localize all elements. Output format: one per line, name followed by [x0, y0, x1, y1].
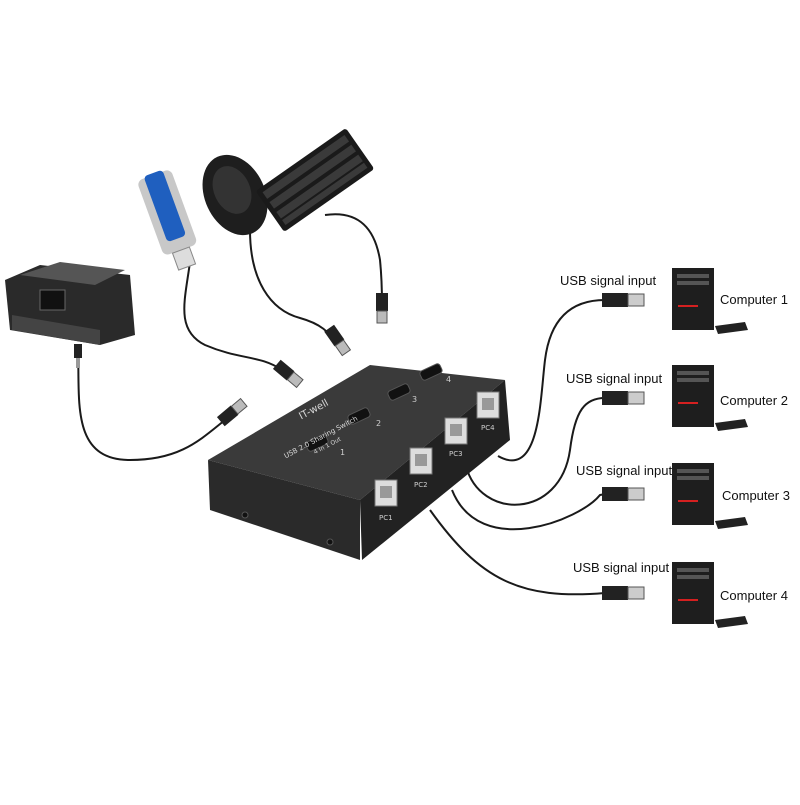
keyboard-icon [256, 129, 374, 231]
switch-button-4 [419, 363, 443, 381]
button-number-1: 1 [340, 448, 345, 457]
computer-3-icon [672, 463, 748, 529]
button-number-4: 4 [446, 375, 451, 384]
port-label-pc1: PC1 [379, 514, 393, 522]
computer-2-cable [465, 397, 606, 506]
mouse-cable [249, 229, 339, 346]
computer-label-1: Computer 1 [720, 292, 788, 307]
usb-plugs [74, 293, 645, 600]
computer-1-cable [497, 299, 606, 462]
usb-sharing-switch: 1 2 3 4 IT-well USB 2.0 Sharing Switch 4… [208, 363, 510, 560]
keyboard-cable [324, 213, 383, 306]
usb-flash-drive-icon [138, 170, 197, 271]
usb-plug-icon [602, 293, 645, 307]
usb-plug-icon [216, 397, 248, 427]
switch-port-face [360, 380, 510, 560]
computer-4-icon [672, 562, 748, 628]
button-number-2: 2 [376, 419, 381, 428]
port-label-pc4: PC4 [481, 424, 495, 432]
computer-2-icon [672, 365, 748, 431]
signal-label-4: USB signal input [573, 560, 670, 575]
signal-label-3: USB signal input [576, 463, 673, 478]
port-label-pc3: PC3 [449, 450, 463, 458]
switch-left-face [208, 460, 360, 560]
signal-label-2: USB signal input [566, 371, 663, 386]
usb-plug-icon [272, 359, 304, 389]
computer-1-icon [672, 268, 748, 334]
switch-top-face [208, 365, 505, 500]
printer-icon [5, 262, 135, 345]
flash-drive-cable [183, 261, 283, 371]
switch-button-1 [305, 434, 329, 452]
computer-label-4: Computer 4 [720, 588, 788, 603]
computer-label-2: Computer 2 [720, 393, 788, 408]
usb-plug-icon [602, 487, 645, 501]
usb-plug-icon [602, 586, 645, 600]
switch-button-3 [387, 383, 411, 401]
computer-3-cable [451, 489, 616, 531]
mouse-icon [202, 154, 268, 236]
cables [77, 213, 616, 596]
printer-cable [77, 344, 226, 462]
signal-label-1: USB signal input [560, 273, 657, 288]
switch-button-2 [347, 407, 371, 425]
button-number-3: 3 [412, 395, 417, 404]
usb-plug-icon [324, 324, 352, 357]
usb-plug-icon [602, 391, 645, 405]
computer-4-cable [429, 509, 606, 596]
usb-plug-icon [74, 344, 82, 368]
computer-label-3: Computer 3 [722, 488, 790, 503]
usb-plug-icon [376, 293, 388, 324]
usb-b-ports [374, 391, 500, 507]
port-label-pc2: PC2 [414, 481, 428, 489]
